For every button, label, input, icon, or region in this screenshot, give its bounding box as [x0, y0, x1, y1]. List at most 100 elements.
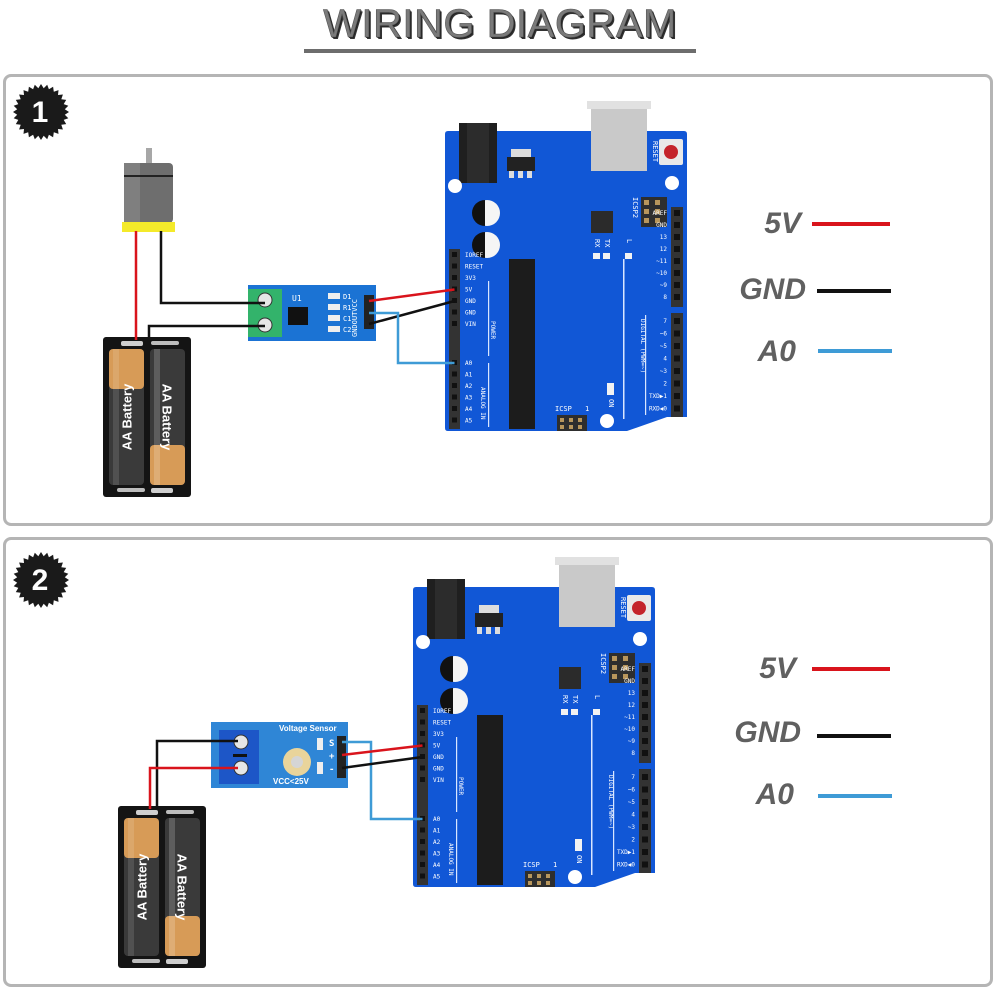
icsp-pin — [612, 674, 617, 679]
digital-pin-label: 2 — [663, 381, 667, 388]
mounting-hole — [416, 635, 430, 649]
status-led — [625, 253, 632, 259]
header-pin — [420, 765, 425, 771]
icsp-pin1-label: 1 — [553, 861, 557, 869]
digital-pin-label: 7 — [631, 774, 635, 781]
icsp2-label: ICSP2 — [599, 653, 607, 674]
dc-power-jack-inner — [467, 123, 489, 183]
wire-battery-to-sensor — [147, 324, 265, 337]
rx-label: RX — [561, 695, 569, 704]
header-pin — [674, 294, 680, 300]
battery-contact — [151, 341, 179, 345]
wire-gnd — [368, 299, 455, 326]
digital-pin-label: RXD◀0 — [617, 862, 635, 869]
motor-vent — [124, 175, 173, 177]
battery-highlight — [154, 349, 160, 485]
wire-battery-pos-to-sensor — [148, 766, 238, 809]
legend-line-5v — [812, 667, 890, 671]
motor-shade — [124, 163, 140, 223]
legend-label-a0: A0 — [757, 335, 796, 368]
legend-line-5v — [812, 222, 890, 226]
silk-line — [613, 771, 615, 871]
mounting-hole — [600, 414, 614, 428]
capacitor-band — [440, 656, 453, 682]
header-pin — [674, 380, 680, 387]
usb-port-rim — [587, 101, 651, 109]
seal-shape — [13, 552, 69, 608]
voltage-regulator — [507, 157, 535, 171]
header-pin — [452, 298, 457, 303]
l-label: L — [625, 239, 633, 243]
battery-cell-cap — [165, 916, 200, 956]
digital-pin-label: 2 — [631, 837, 635, 844]
page-title: WIRING DIAGRAM — [323, 2, 677, 47]
header-pin — [452, 417, 457, 423]
header-pin — [420, 754, 425, 759]
icsp-pin — [612, 656, 617, 661]
battery-cell-cap — [150, 445, 185, 485]
microcontroller-chip — [509, 259, 535, 429]
smd-component — [328, 315, 340, 321]
pin-label-a5: A5 — [433, 874, 441, 881]
digital-pin-label: ~5 — [628, 799, 636, 806]
wire-gnd — [341, 755, 423, 770]
legend-line-a0 — [818, 349, 892, 353]
header-pin — [420, 873, 425, 879]
header-pin — [674, 246, 680, 252]
mounting-hole — [568, 870, 582, 884]
wire-battery-neg-to-sensor — [155, 739, 238, 809]
header-pin — [674, 330, 680, 337]
digital-pin-label: 13 — [660, 234, 668, 241]
header-pin — [452, 252, 457, 257]
regulator-pin — [477, 627, 482, 634]
smd-component — [328, 326, 340, 332]
header-pin — [420, 719, 425, 725]
header-pin — [674, 258, 680, 264]
legend-line-gnd — [817, 734, 891, 738]
pin-label-gnd: GND — [433, 766, 444, 773]
digital-header-label: DIGITAL (PWM=~) — [639, 319, 646, 373]
icsp-pin1-label: 1 — [585, 405, 589, 413]
legend-line-a0 — [818, 794, 892, 798]
regulator-pin — [527, 171, 532, 178]
icsp-pin — [569, 418, 573, 422]
digital-header-label: DIGITAL (PWM=~) — [607, 775, 614, 829]
header-pin — [420, 862, 425, 867]
step-badge-2: 2 — [13, 552, 69, 608]
icsp-pin — [655, 209, 660, 214]
icsp-pin — [546, 881, 550, 885]
badge-seal-icon — [13, 84, 69, 140]
pin-label: + — [329, 752, 335, 762]
header-pin — [674, 343, 680, 349]
regulator-tab — [511, 149, 531, 157]
pin-label-3v3: 3V3 — [465, 275, 476, 282]
header-pin — [452, 406, 457, 411]
pin-label: S — [329, 739, 334, 749]
header-pin — [674, 234, 680, 240]
pin-label-vin: VIN — [465, 321, 476, 328]
header-pin — [642, 861, 648, 868]
digital-pin-label: AREF — [621, 666, 636, 673]
regulator-pin — [518, 171, 523, 178]
pin-label-gnd: GND — [433, 754, 444, 761]
header-pin — [642, 690, 648, 696]
part-label: D1 — [343, 293, 351, 301]
icsp-pin — [546, 874, 550, 878]
digital-pin-label: ~11 — [656, 258, 667, 265]
pin-label-gnd-out-vcc: GNDOUTVCC — [351, 299, 359, 337]
badge-number: 1 — [32, 96, 49, 129]
usb-port-rim — [555, 557, 619, 565]
sensor-header — [337, 736, 346, 778]
digital-header: AREFGND1312~11~10~987~6~54~32TXD▶1RXD◀0D… — [607, 663, 651, 873]
battery-cell-cap — [109, 349, 144, 389]
battery-label: AA Battery — [120, 383, 135, 450]
digital-pin-label: RXD◀0 — [649, 406, 667, 413]
pin-label-reset: RESET — [433, 720, 451, 727]
header-strip — [639, 769, 651, 873]
